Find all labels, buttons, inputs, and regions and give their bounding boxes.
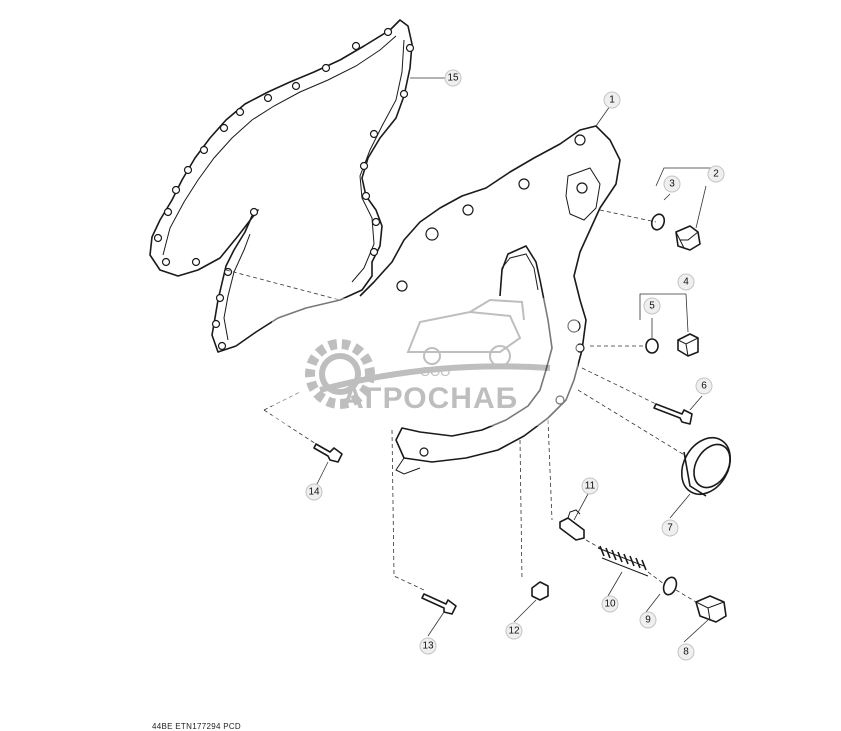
- callout-label: 9: [645, 615, 651, 626]
- callout-label: 3: [669, 179, 675, 190]
- callout-1: 1: [603, 91, 621, 109]
- callout-9: 9: [639, 611, 657, 629]
- timing-cover: [359, 125, 621, 475]
- plug-8: [695, 595, 727, 623]
- callout-label: 11: [585, 481, 596, 492]
- valve-11: [559, 509, 585, 541]
- callout-6: 6: [695, 377, 713, 395]
- callout-13: 13: [419, 637, 437, 655]
- callout-7: 7: [661, 519, 679, 537]
- callout-label: 10: [604, 599, 616, 610]
- callout-10: 10: [601, 595, 619, 613]
- nut-12: [531, 581, 549, 601]
- gear-icon: [305, 339, 375, 409]
- bolt-14: [313, 443, 343, 463]
- callout-label: 7: [667, 523, 673, 534]
- figure-code: 44BE ETN177294 PCD: [152, 722, 242, 731]
- callout-12: 12: [505, 622, 523, 640]
- plug-4: [677, 333, 699, 357]
- watermark: ООО АГРОСНАБ: [272, 298, 578, 426]
- callout-5: 5: [643, 297, 661, 315]
- callout-label: 12: [508, 626, 520, 637]
- callout-label: 4: [683, 277, 689, 288]
- gasket-outline: [149, 19, 415, 353]
- watermark-org: ООО: [420, 364, 450, 379]
- plug-2: [675, 225, 701, 251]
- bolt-13: [421, 593, 457, 615]
- o-ring-5: [645, 338, 659, 354]
- seal-7: [680, 436, 732, 497]
- callout-15: 15: [444, 69, 462, 87]
- callout-11: 11: [581, 477, 599, 495]
- watermark-company: АГРОСНАБ: [342, 382, 518, 415]
- callout-label: 13: [422, 641, 434, 652]
- callout-4: 4: [677, 273, 695, 291]
- callout-label: 14: [308, 487, 320, 498]
- callout-2: 2: [707, 165, 725, 183]
- callout-label: 6: [701, 381, 707, 392]
- assembly-lines: [225, 77, 712, 643]
- callout-14: 14: [305, 483, 323, 501]
- bolt-6: [653, 403, 693, 425]
- callout-8: 8: [677, 643, 695, 661]
- spring-10: [597, 545, 649, 577]
- callouts: 1 2 3 4 5 6 7 8 9 10 11 12 13 14 15: [305, 69, 725, 661]
- callout-label: 1: [609, 95, 615, 106]
- o-ring-3: [650, 213, 666, 231]
- o-ring-9: [662, 576, 678, 596]
- callout-label: 2: [713, 169, 719, 180]
- callout-label: 5: [649, 301, 655, 312]
- callout-label: 8: [683, 647, 689, 658]
- callout-3: 3: [663, 175, 681, 193]
- callout-label: 15: [447, 73, 459, 84]
